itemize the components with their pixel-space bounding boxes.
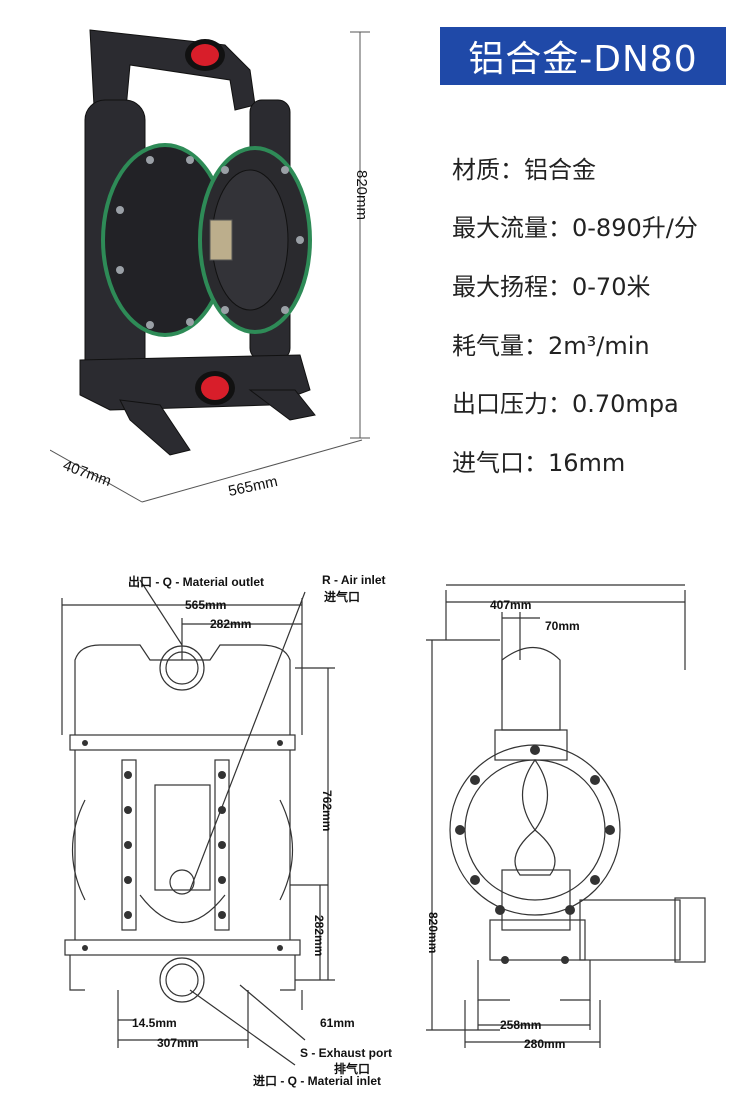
spec-max-flow: 最大流量：0-890升/分 <box>452 214 698 242</box>
side-dim-70: 70mm <box>545 619 580 633</box>
pump-photo <box>50 29 370 503</box>
side-dim-258: 258mm <box>500 1018 542 1032</box>
photo-dim-height: 820mm <box>353 170 370 221</box>
spec-air-inlet: 进气口：16mm <box>452 449 626 477</box>
spec-max-head: 最大扬程：0-70米 <box>452 273 651 301</box>
label-exhaust-port-cn: 排气口 <box>334 1062 371 1076</box>
side-dim-280: 280mm <box>524 1037 566 1051</box>
spec-material: 材质：铝合金 <box>452 156 596 184</box>
front-dim-61: 61mm <box>320 1016 355 1030</box>
spec-outlet-pressure: 出口压力：0.70mpa <box>452 390 679 418</box>
spec-air-consumption: 耗气量：2m³/min <box>452 332 650 360</box>
label-air-inlet: R - Air inlet <box>322 573 386 587</box>
side-view-drawing <box>426 584 706 1048</box>
front-dim-14-5: 14.5mm <box>132 1016 177 1030</box>
front-dim-282-side: 282mm <box>312 915 326 957</box>
front-dim-565: 565mm <box>185 598 227 612</box>
label-material-inlet: 进口 - Q - Material inlet <box>253 1074 382 1088</box>
front-dim-307: 307mm <box>157 1036 199 1050</box>
label-material-outlet: 出口 - Q - Material outlet <box>128 575 265 589</box>
front-view-drawing <box>61 579 335 1066</box>
side-dim-820: 820mm <box>426 912 440 954</box>
front-dim-282-top: 282mm <box>210 617 252 631</box>
label-air-inlet-cn: 进气口 <box>324 590 361 604</box>
label-exhaust-port: S - Exhaust port <box>300 1046 393 1060</box>
product-title: 铝合金-DN80 <box>440 27 726 85</box>
side-dim-407: 407mm <box>490 598 532 612</box>
front-dim-762: 762mm <box>320 790 334 832</box>
